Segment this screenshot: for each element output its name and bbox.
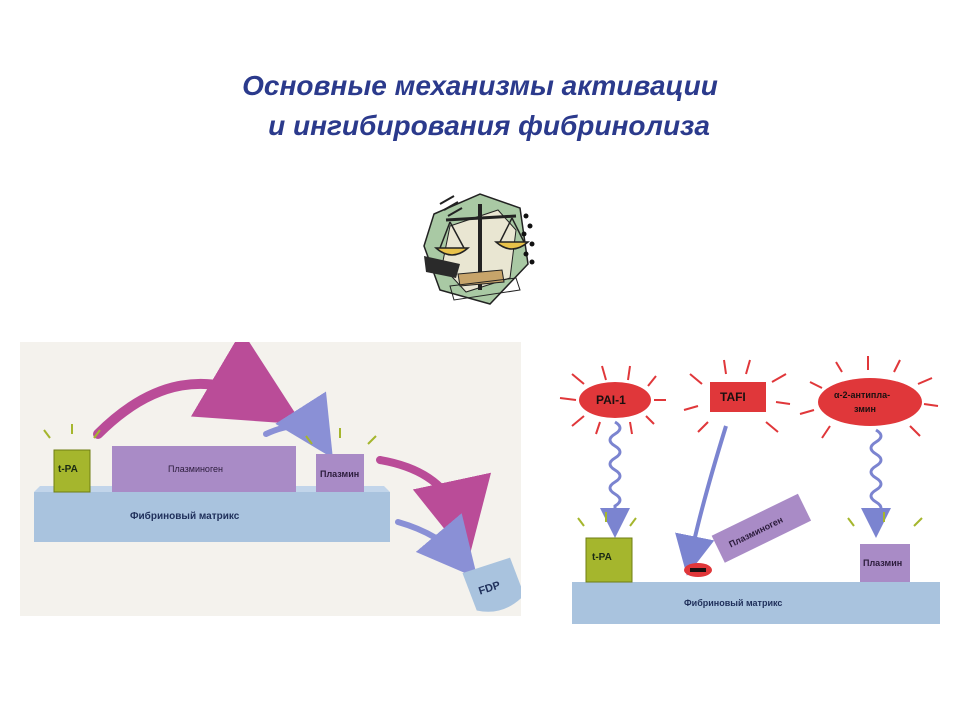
pai1-rays [559, 365, 666, 435]
tpa-activity-rays [577, 512, 637, 527]
scales-of-justice-icon [423, 193, 535, 305]
tafi-arrow [675, 425, 728, 576]
fibrin-matrix [572, 582, 940, 624]
antiplasmin-rays [799, 356, 939, 439]
plasminogen-label: Плазминоген [168, 464, 223, 474]
plasmin-block [316, 454, 364, 492]
antiplasmin-wave [861, 428, 891, 538]
tpa-block [585, 537, 633, 583]
degradation-arrow [376, 456, 492, 560]
tpa-activity-rays [43, 424, 101, 439]
plasmin-activity-rays [305, 428, 377, 445]
activation-arrow [93, 342, 303, 439]
activation-diagram: Фибриновый матрикс t-PA Плазминоген Плаз… [20, 342, 521, 616]
plasmin-label: Плазмин [320, 469, 359, 479]
tafi-label: TAFI [720, 390, 746, 404]
tpa-block [53, 449, 91, 493]
plasmin-block [860, 544, 910, 582]
fibrin-matrix [34, 492, 390, 542]
title-line-1: Основные механизмы активации [242, 70, 718, 101]
fdp-fragment [462, 557, 521, 612]
plasmin-label: Плазмин [863, 558, 902, 568]
matrix-label: Фибриновый матрикс [684, 598, 782, 608]
plasmin-activity-rays [847, 512, 923, 527]
plasminogen-block [112, 446, 296, 492]
page-title: Основные механизмы активации и ингибиров… [0, 66, 960, 146]
pai1-inhibitor [579, 382, 651, 418]
tafi-inhibitor [710, 382, 766, 412]
tpa-label: t-PA [592, 552, 612, 563]
pai1-label: PAI-1 [596, 393, 626, 407]
fdp-release-arrow [395, 513, 478, 579]
tpa-label: t-PA [58, 464, 78, 475]
antiplasmin-label-2: змин [854, 404, 876, 414]
tafi-rays [683, 359, 791, 433]
conversion-arrow [263, 391, 333, 459]
title-line-2: и ингибирования фибринолиза [268, 110, 710, 141]
matrix-label: Фибриновый матрикс [130, 510, 240, 522]
inhibition-diagram: PAI-1 TAFI α-2-антипла- змин Фибриновый … [550, 330, 943, 630]
plasminogen-block: Плазминоген [711, 493, 812, 563]
pai1-wave [600, 420, 630, 538]
antiplasmin-label-1: α-2-антипла- [834, 390, 890, 400]
antiplasmin-inhibitor [818, 378, 922, 426]
